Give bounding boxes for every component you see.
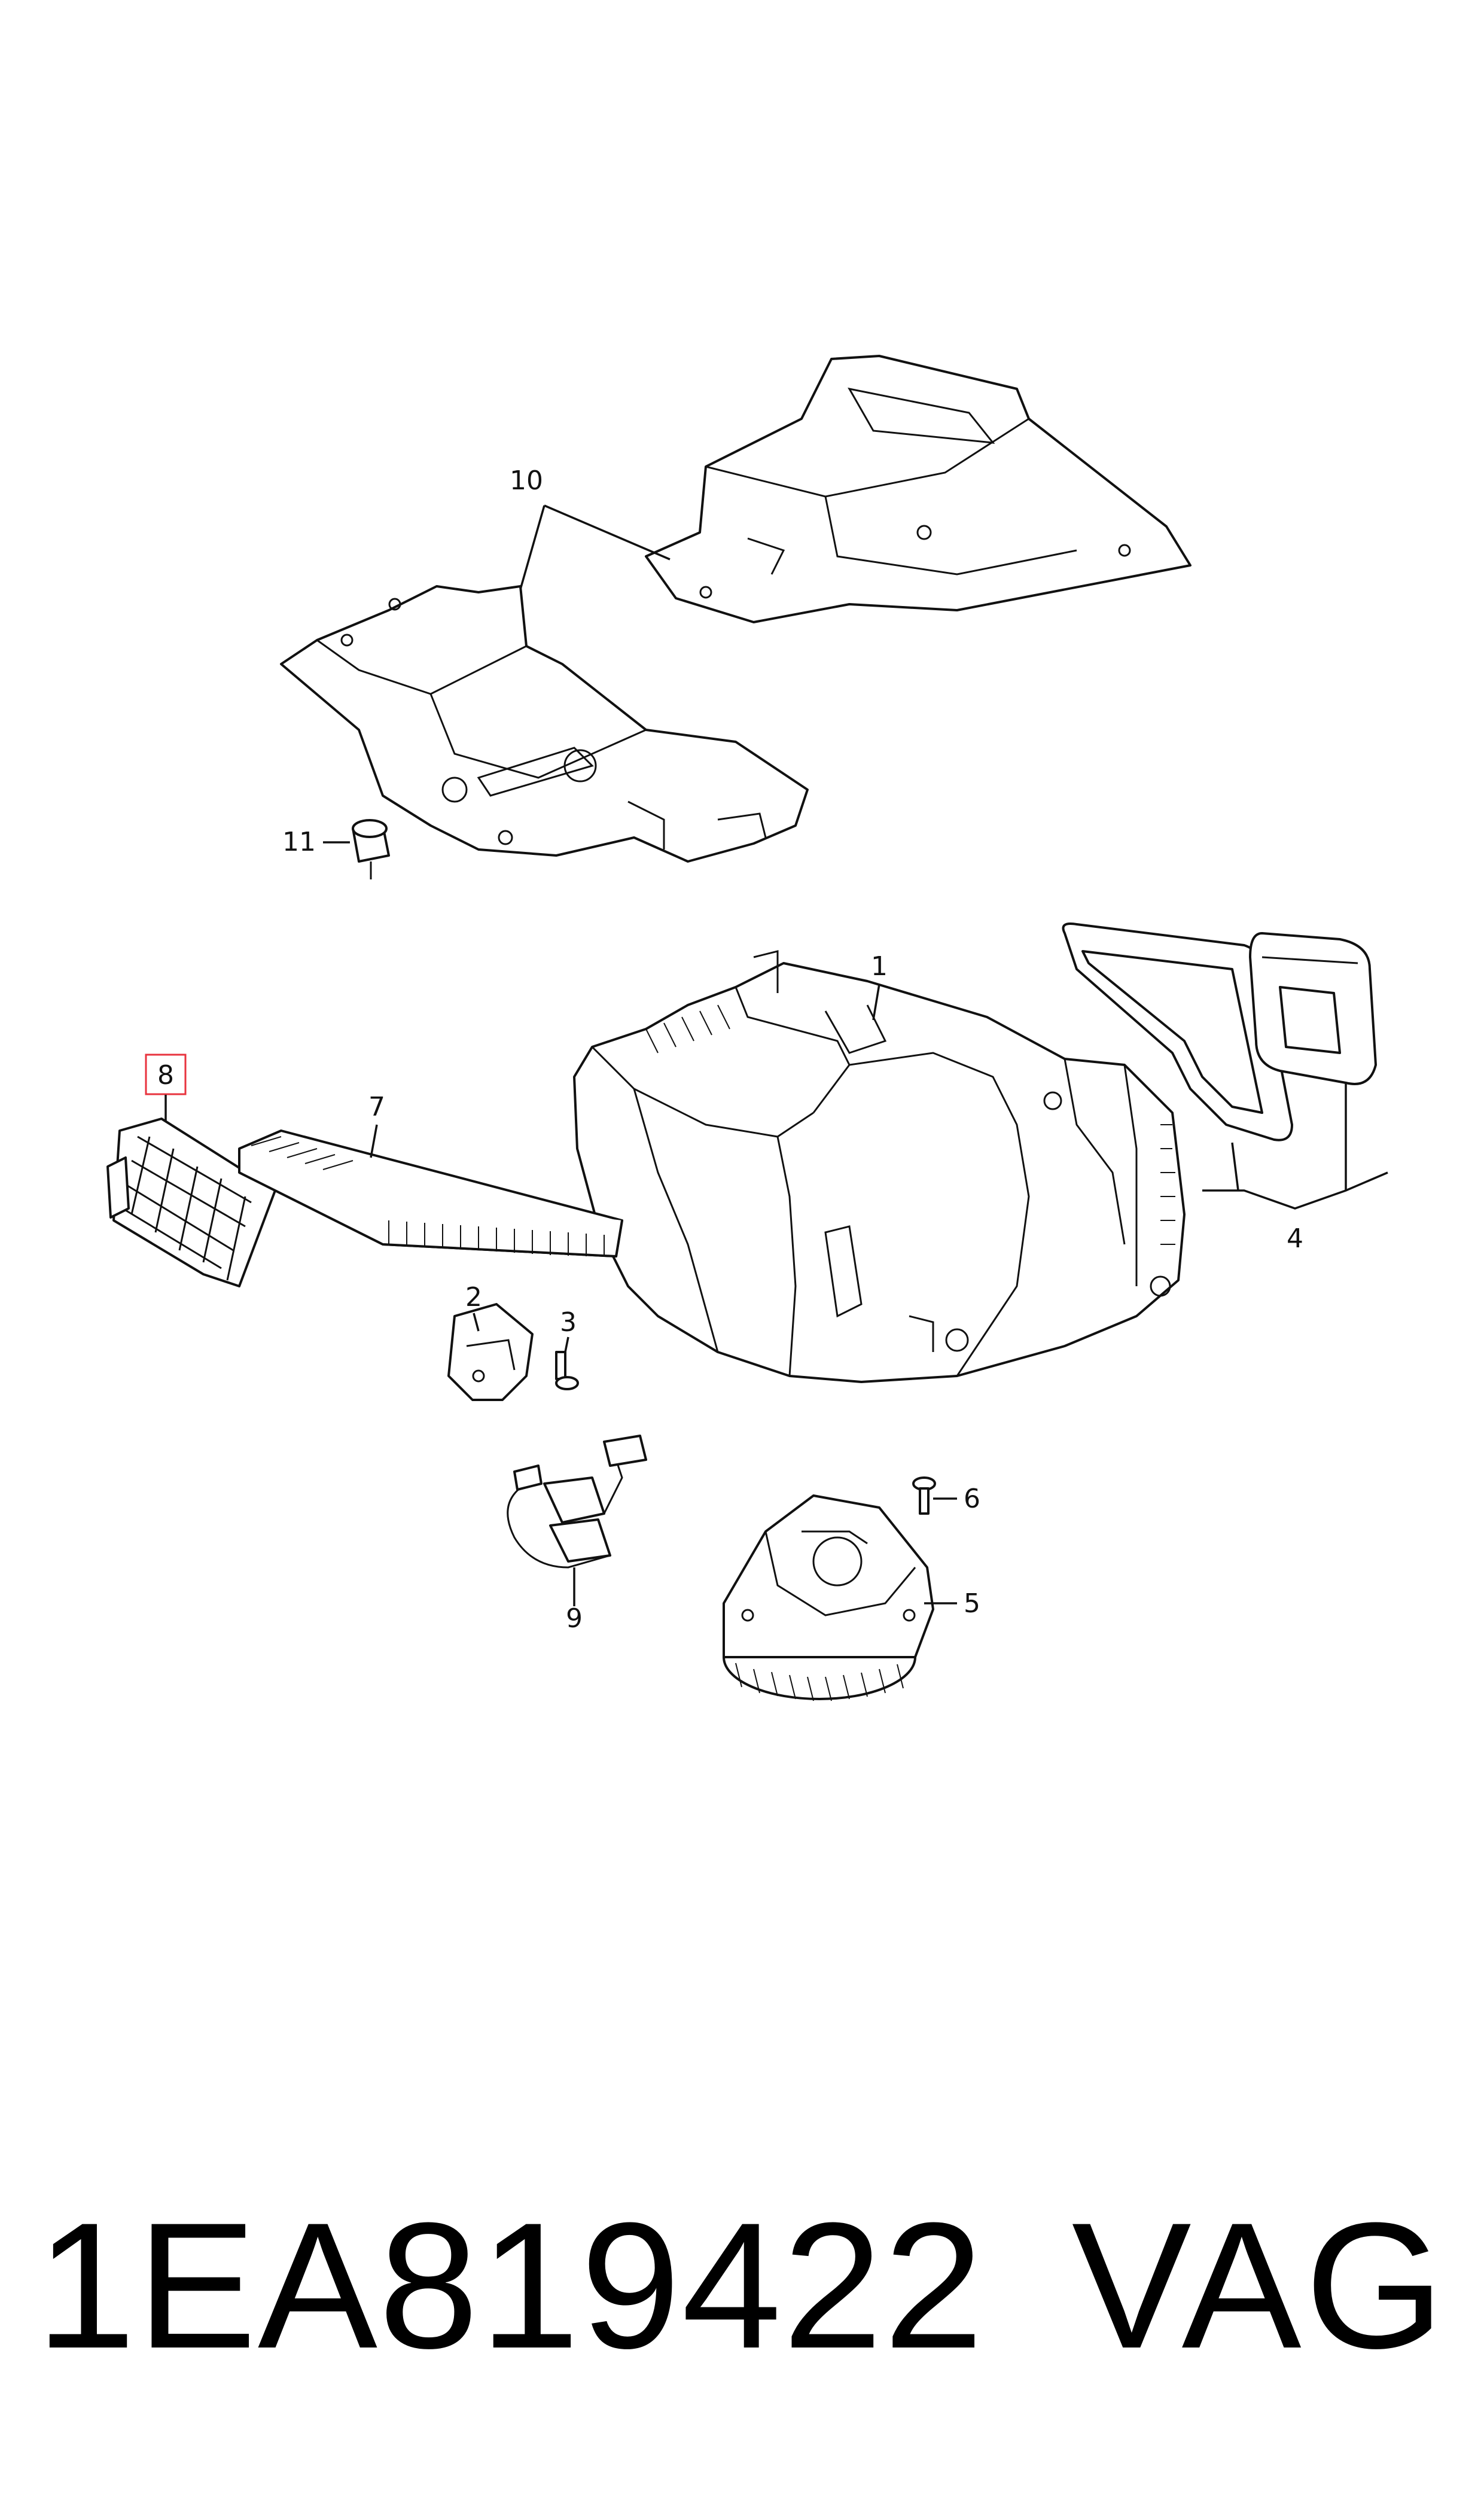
leader-1	[872, 984, 880, 1021]
callout-8-highlight	[145, 1054, 187, 1095]
part-1-housing	[573, 950, 1186, 1383]
part-number: 1EA819422	[36, 2185, 985, 2386]
part-2-bracket	[447, 1303, 534, 1401]
callout-10: 10	[510, 465, 543, 496]
leader-10	[519, 504, 671, 590]
footer: 1EA819422 VAG	[0, 2190, 1484, 2381]
brand-label: VAG	[1071, 2185, 1448, 2386]
callout-4: 4	[1287, 1223, 1303, 1254]
callout-6: 6	[964, 1484, 980, 1514]
part-5-blower	[723, 1494, 934, 1701]
callout-5: 5	[964, 1588, 980, 1619]
callout-11: 11	[282, 827, 316, 857]
callout-3: 3	[560, 1307, 577, 1338]
callout-8: 8	[157, 1060, 174, 1091]
part-8-grille	[106, 1118, 276, 1287]
callout-7: 7	[368, 1092, 385, 1122]
part-10-cover	[280, 355, 1192, 863]
leader-2	[473, 1313, 480, 1332]
part-4-seals	[1062, 922, 1377, 1141]
leader-3	[564, 1336, 569, 1353]
part-11-nut	[352, 819, 390, 879]
callout-9: 9	[566, 1603, 583, 1634]
callout-2: 2	[465, 1282, 482, 1313]
leader-7	[370, 1124, 378, 1158]
part-9-wiring	[507, 1435, 647, 1569]
part-7-filter	[238, 1129, 623, 1258]
part-6-screw	[912, 1476, 936, 1515]
callout-1: 1	[871, 951, 888, 982]
part-3-screw	[555, 1351, 579, 1390]
parts-diagram: 10 11 1 4 8	[106, 355, 1388, 1701]
leader-4	[1202, 1083, 1388, 1210]
